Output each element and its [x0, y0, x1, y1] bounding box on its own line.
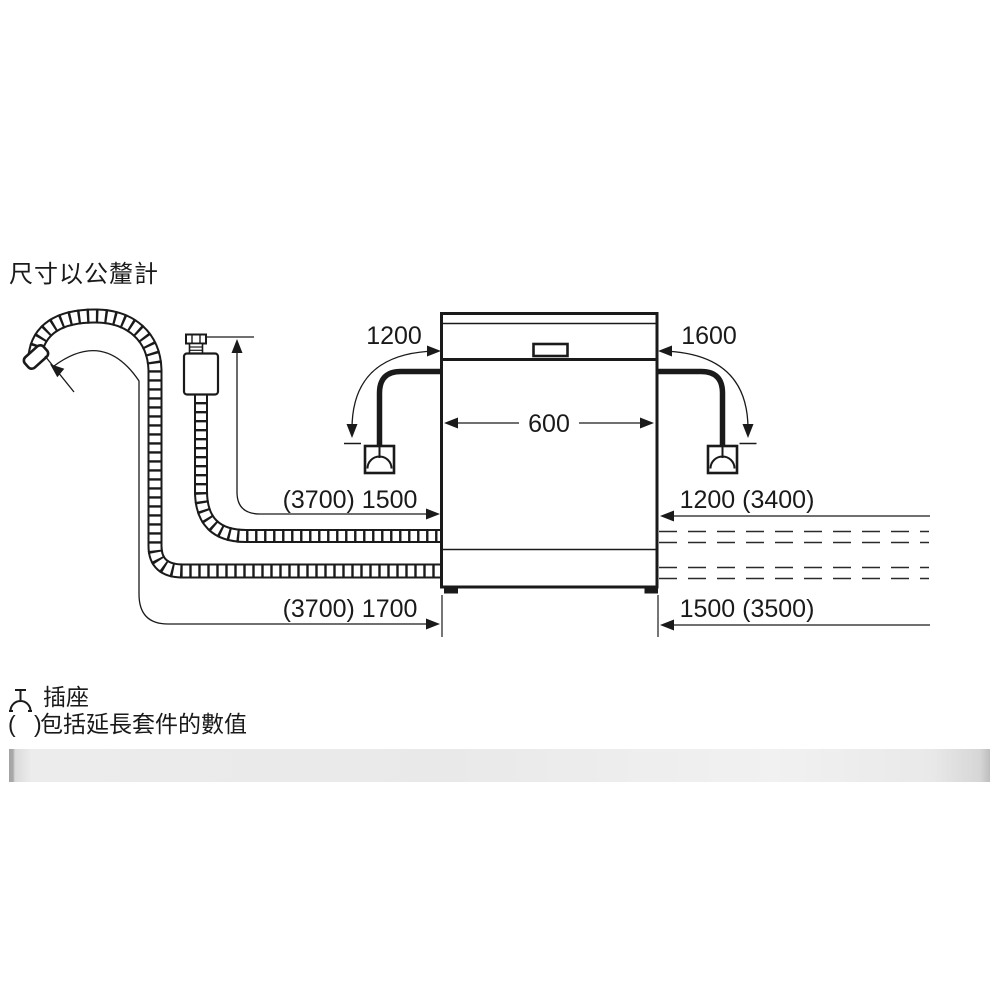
- dimension-arrowheads: [50, 339, 754, 631]
- dim-label-supply-hose: (3700) 1500: [283, 486, 418, 514]
- legend: 插座 ( ) 包括延長套件的數值: [8, 684, 247, 738]
- aquastop-valve-icon: [182, 333, 220, 396]
- dishwasher-outline: [440, 312, 659, 594]
- dim-label-cable-left: 1200: [366, 322, 422, 350]
- socket-icon-left: [363, 444, 396, 475]
- socket-icon: [9, 689, 32, 712]
- hose-extension-dashed-lines: [659, 530, 929, 580]
- foot-left: [444, 587, 458, 594]
- socket-icon-right: [706, 444, 739, 475]
- dim-label-appliance-width: 600: [528, 410, 570, 438]
- legend-row-socket: 插座: [8, 684, 247, 712]
- power-cable-left: [376, 368, 441, 446]
- door-handle: [532, 342, 569, 358]
- foot-right: [644, 587, 658, 594]
- corrugated-supply-hose-icon: [194, 393, 441, 543]
- legend-extension-note: 包括延長套件的數值: [40, 711, 247, 737]
- dim-label-cable-right: 1600: [681, 322, 737, 350]
- dim-label-right-lower: 1500 (3500): [680, 595, 815, 623]
- drain-hose-nozzle-icon: [22, 343, 50, 371]
- dimension-lines: [44, 336, 930, 637]
- dim-label-drain-hose: (3700) 1700: [283, 595, 418, 623]
- legend-parentheses: ( ): [8, 711, 48, 737]
- page-title: 尺寸以公釐計: [9, 261, 159, 288]
- divider-bar: [9, 749, 990, 782]
- legend-socket-label: 插座: [43, 684, 89, 710]
- power-cable-right: [657, 368, 726, 446]
- legend-row-extension: ( ) 包括延長套件的數值: [8, 711, 247, 738]
- dim-label-right-upper: 1200 (3400): [680, 486, 815, 514]
- corrugated-drain-hose-icon: [27, 308, 441, 579]
